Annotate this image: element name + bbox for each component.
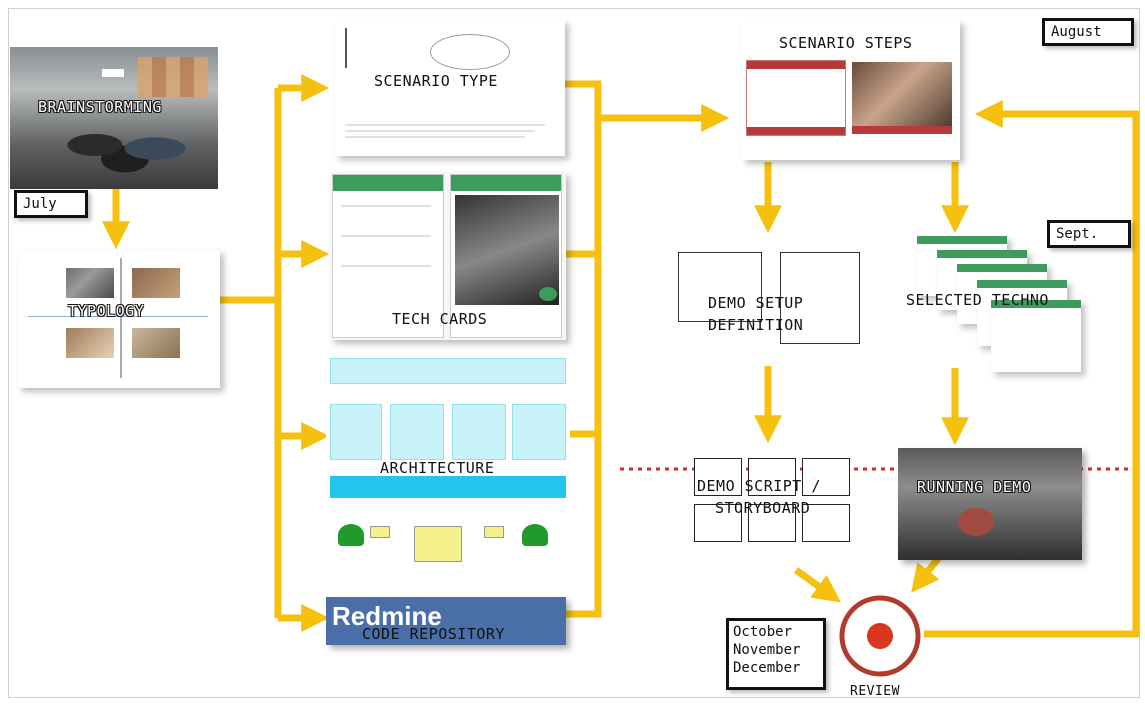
review-label: REVIEW xyxy=(850,684,900,699)
running-demo-screen xyxy=(958,508,994,536)
scenario-steps-col-1 xyxy=(746,60,846,136)
architecture-box-3 xyxy=(452,404,506,460)
tech-card-1-line-2 xyxy=(341,235,431,237)
selected-techno-card-1-header xyxy=(917,236,1007,244)
storyboard-frame-4 xyxy=(694,504,742,542)
typology-photo-3 xyxy=(66,328,114,358)
brainstorming-photo xyxy=(10,47,218,189)
scenario-steps-redbar-2 xyxy=(747,127,845,135)
typology-label: TYPOLOGY xyxy=(68,302,145,320)
storyboard-frame-5 xyxy=(748,504,796,542)
month-october: October xyxy=(733,624,793,640)
architecture-box-4 xyxy=(512,404,566,460)
scenario-type-label: SCENARIO TYPE xyxy=(374,72,498,90)
client-4 xyxy=(522,524,548,546)
storyboard-grid xyxy=(690,446,860,566)
architecture-bus xyxy=(330,476,566,498)
month-november: November xyxy=(733,642,801,658)
demo-setup-label-1: DEMO SETUP xyxy=(708,294,804,312)
selected-techno-card-4-header xyxy=(977,280,1067,288)
tech-card-1-line-1 xyxy=(341,205,431,207)
typology-photo-1 xyxy=(66,268,114,298)
demo-script-label-1: DEMO SCRIPT / xyxy=(697,477,821,495)
redmine-banner: Redmine xyxy=(326,597,566,645)
selected-techno-card-5-header xyxy=(991,300,1081,308)
month-july: July xyxy=(14,190,88,218)
scenario-type-text-2 xyxy=(345,130,535,132)
scenario-steps-label: SCENARIO STEPS xyxy=(779,34,913,52)
running-demo-photo xyxy=(898,448,1082,560)
people-silhouettes xyxy=(50,117,200,187)
scenario-steps-panel xyxy=(742,20,960,160)
tech-card-1 xyxy=(332,174,444,338)
tech-cards-panel xyxy=(330,172,566,340)
feedback-loop xyxy=(924,100,1140,638)
scenario-steps-photo xyxy=(852,62,952,128)
tech-card-1-header xyxy=(333,175,443,191)
tech-card-2-header xyxy=(451,175,561,191)
tech-card-1-line-3 xyxy=(341,265,431,267)
right-collector xyxy=(552,80,602,618)
architecture-top-bar xyxy=(330,358,566,384)
poster-wall xyxy=(138,57,208,97)
redmine-logo-text: Redmine xyxy=(332,601,442,631)
demo-setup-plan-1 xyxy=(678,252,762,322)
selected-techno-stack xyxy=(917,236,1087,376)
scenario-steps-redbar-3 xyxy=(852,126,952,134)
selected-techno-label: SELECTED TECHNO xyxy=(906,291,1049,309)
architecture-panel xyxy=(326,354,570,572)
scenario-type-text-1 xyxy=(345,124,545,126)
arrow-storyboard-review xyxy=(793,567,842,603)
architecture-label: ARCHITECTURE xyxy=(380,459,495,477)
scenario-type-text-3 xyxy=(345,136,525,138)
stick-figures xyxy=(345,28,385,68)
tech-card-2-photo xyxy=(455,195,559,305)
client-3 xyxy=(484,526,504,538)
tech-cards-label: TECH CARDS xyxy=(392,310,488,328)
typology-photo-2 xyxy=(132,268,180,298)
running-demo-label: RUNNING DEMO xyxy=(917,478,1032,496)
architecture-box-2 xyxy=(390,404,444,460)
client-center xyxy=(414,526,462,562)
selected-techno-card-2-header xyxy=(937,250,1027,258)
typology-panel xyxy=(18,250,220,388)
architecture-box-1 xyxy=(330,404,382,460)
network-cloud xyxy=(430,34,510,70)
month-oct-nov-dec: October November December xyxy=(726,618,826,690)
demo-script-label-2: STORYBOARD xyxy=(715,499,811,517)
demo-setup-plan-2 xyxy=(780,252,860,344)
typology-photo-4 xyxy=(132,328,180,358)
demo-setup-label-2: DEFINITION xyxy=(708,316,804,334)
typology-axis-v xyxy=(120,258,122,378)
client-2 xyxy=(370,526,390,538)
storyboard-frame-3 xyxy=(802,458,850,496)
month-sept: Sept. xyxy=(1047,220,1131,248)
brainstorming-label: BRAINSTORMING xyxy=(38,98,162,116)
arrow-running-review xyxy=(911,553,943,593)
storyboard-frame-6 xyxy=(802,504,850,542)
month-december: December xyxy=(733,660,801,676)
review-dot xyxy=(867,623,893,649)
storyboard-frame-2 xyxy=(748,458,796,496)
scenario-steps-redbar-1 xyxy=(747,61,845,69)
tech-card-2 xyxy=(450,174,562,338)
client-1 xyxy=(338,524,364,546)
month-august: August xyxy=(1042,18,1134,46)
arrow-sign xyxy=(102,69,124,77)
tech-card-2-badge xyxy=(539,287,557,301)
storyboard-frame-1 xyxy=(694,458,742,496)
selected-techno-card-5 xyxy=(991,300,1081,372)
demo-setup-panel xyxy=(640,232,866,360)
code-repository-label: CODE REPOSITORY xyxy=(362,625,505,643)
scenario-type-panel xyxy=(335,20,565,156)
typology-axis-h xyxy=(28,316,208,317)
selected-techno-card-3-header xyxy=(957,264,1047,272)
